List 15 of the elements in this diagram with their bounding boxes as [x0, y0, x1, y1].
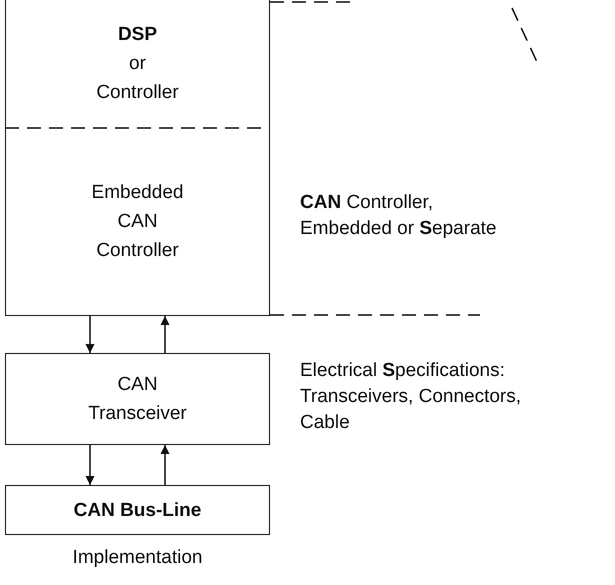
block-label: Embedded CAN Controller	[90, 181, 184, 263]
node-label: Implementation	[72, 546, 204, 570]
block-label: CAN Transceiver	[87, 373, 188, 426]
description-text: Electrical Specifications: Transceivers, Connectors, Cable	[300, 359, 522, 435]
block	[5, 353, 270, 445]
arrow	[86, 316, 94, 353]
arrow	[160, 316, 170, 353]
block	[5, 485, 270, 535]
block-section	[5, 0, 270, 128]
block-label: CAN Bus-Line	[74, 498, 202, 522]
block-section	[5, 128, 270, 316]
description-text: CAN Controller, Embedded or Separate	[300, 191, 498, 241]
arrow	[160, 445, 170, 485]
block-label: DSP or Controller	[96, 23, 179, 105]
arrow	[86, 445, 94, 485]
